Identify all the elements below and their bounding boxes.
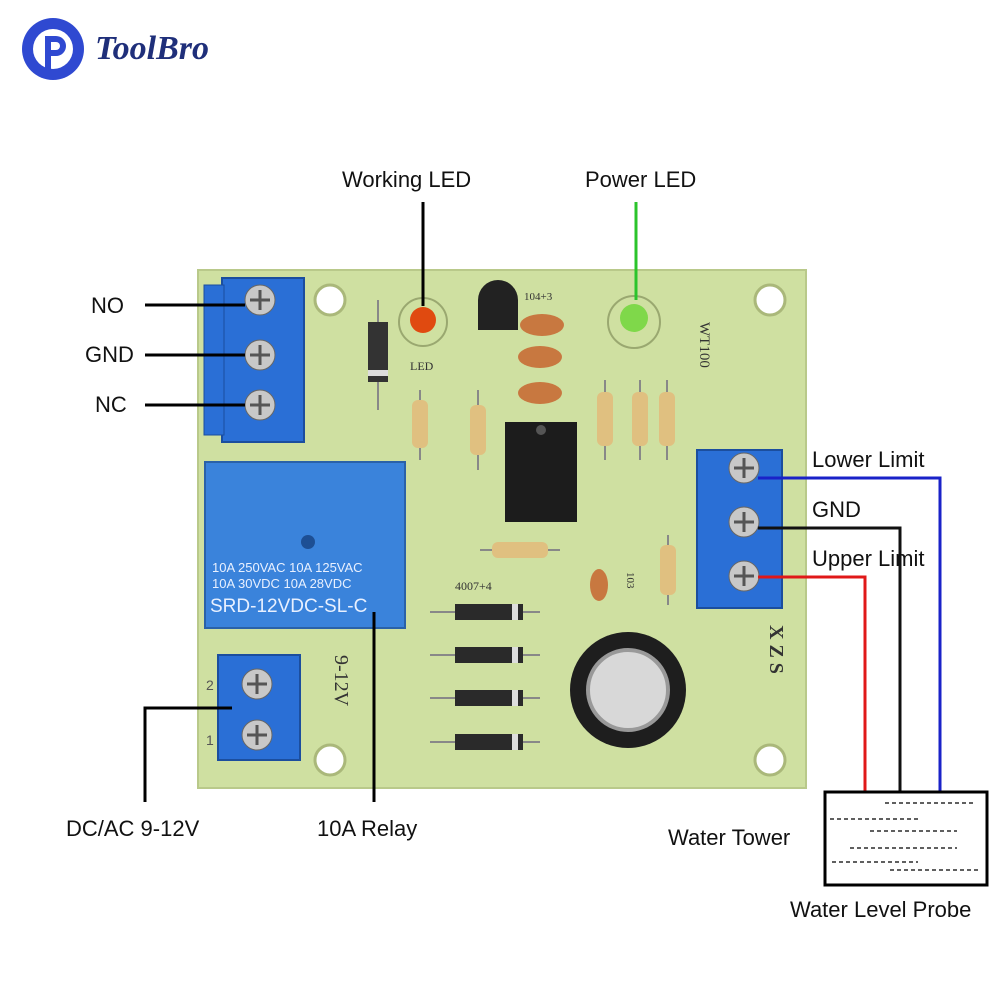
toolbro-logo-icon [22, 18, 84, 80]
diode-silkscreen: 4007+4 [455, 579, 492, 593]
nc-label: NC [95, 392, 127, 417]
ic-chip [505, 422, 577, 522]
led-silkscreen: LED [410, 359, 434, 373]
ceramic-capacitor [518, 382, 562, 404]
diode [368, 300, 388, 410]
probe-pin-silkscreen: X Z S [765, 625, 787, 674]
upper-limit-wire [758, 575, 867, 802]
mounting-hole [753, 743, 787, 777]
gnd-right-wire [758, 526, 902, 865]
relay-output-terminal [203, 277, 305, 443]
capacitor-silkscreen: 104+3 [524, 291, 553, 303]
relay: 10A 250VAC 10A 125VAC 10A 30VDC 10A 28VD… [204, 461, 406, 629]
water-tower-label: Water Tower [668, 825, 791, 850]
gnd-left-label: GND [85, 342, 134, 367]
lower-limit-wire [758, 476, 942, 865]
transistor [478, 280, 518, 330]
water-level-probe-label: Water Level Probe [790, 897, 972, 922]
voltage-silkscreen: 9-12V [330, 655, 352, 707]
terminal-pin-2-label: 2 [206, 677, 214, 693]
resistor [470, 390, 486, 470]
relay-label: 10A Relay [317, 816, 418, 841]
diode [430, 690, 540, 706]
relay-model: SRD-12VDC-SL-C [210, 596, 367, 617]
ceramic-capacitor [518, 346, 562, 368]
resistor [597, 380, 613, 460]
diode [430, 647, 540, 663]
ceramic-capacitor [590, 569, 608, 601]
terminal-pin-1-label: 1 [206, 732, 214, 748]
resistor [659, 380, 675, 460]
dc-ac-label: DC/AC 9-12V [66, 816, 200, 841]
mounting-hole [753, 283, 787, 317]
mounting-hole [313, 283, 347, 317]
capacitor-103-silkscreen: 103 [624, 572, 636, 589]
resistor [412, 390, 428, 460]
relay-rating-line-2: 10A 30VDC 10A 28VDC [212, 576, 351, 591]
resistor [480, 542, 560, 558]
relay-rating-line-1: 10A 250VAC 10A 125VAC [212, 560, 363, 575]
working-led-label: Working LED [342, 167, 472, 192]
water-tower-tank [823, 790, 989, 887]
no-label: NO [91, 293, 124, 318]
water-lines [830, 802, 980, 871]
resistor [660, 535, 676, 605]
power-led [607, 295, 661, 349]
resistor [632, 380, 648, 460]
brand-name: ToolBro [95, 30, 210, 67]
diode [430, 604, 540, 620]
electrolytic-capacitor [570, 632, 686, 748]
mounting-hole [313, 743, 347, 777]
upper-limit-label: Upper Limit [812, 546, 925, 571]
model-silkscreen: WT100 [696, 322, 712, 368]
dc-ac-leader [143, 706, 232, 802]
lower-limit-label: Lower Limit [812, 447, 925, 472]
gnd-right-label: GND [812, 497, 861, 522]
diode [430, 734, 540, 750]
ceramic-capacitor [520, 314, 564, 336]
power-led-label: Power LED [585, 167, 697, 192]
